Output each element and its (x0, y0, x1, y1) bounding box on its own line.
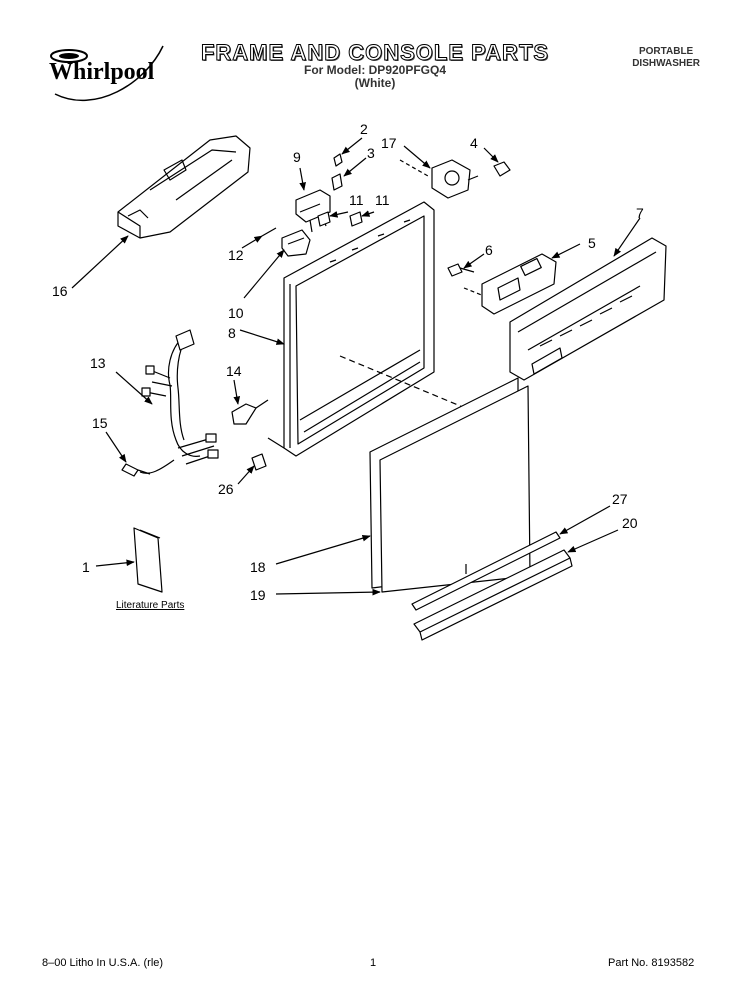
svg-text:Whirlpool: Whirlpool (49, 59, 155, 85)
callout-13: 13 (90, 355, 106, 371)
callout-17: 17 (381, 135, 397, 151)
part-2-clip (333, 153, 343, 167)
callout-9: 9 (293, 149, 301, 165)
callout-10: 10 (228, 305, 244, 321)
callout-5: 5 (588, 235, 596, 251)
model-line: For Model: DP920PFGQ4 (303, 63, 447, 77)
callout-15: 15 (92, 415, 108, 431)
callout-20: 20 (622, 515, 638, 531)
product-type: PORTABLE DISHWASHER (632, 46, 700, 70)
part-10-strike (281, 229, 311, 257)
part-17-dispenser (431, 159, 479, 199)
literature-parts-label: Literature Parts (116, 600, 185, 611)
part-4-knob (493, 161, 511, 177)
part-7-console-panel (509, 237, 667, 381)
part-13-wire-harness (139, 329, 219, 474)
callout-27: 27 (612, 491, 628, 507)
part-12-rod (261, 227, 277, 237)
part-27-trim (411, 531, 561, 611)
callout-4: 4 (470, 135, 478, 151)
callout-16: 16 (52, 283, 68, 299)
part-9-latch (295, 189, 331, 233)
callout-8: 8 (228, 325, 236, 341)
part-26-clip (251, 453, 267, 471)
callout-6: 6 (485, 242, 493, 258)
part-16-console-housing (117, 135, 251, 239)
product-type-line2: DISHWASHER (632, 58, 700, 69)
part-11-clip-right (349, 211, 363, 227)
whirlpool-logo: Whirlpool (35, 44, 173, 106)
page-title: FRAME AND CONSOLE PARTS (200, 40, 550, 66)
product-type-line1: PORTABLE (638, 46, 694, 57)
part-number: Part No. 8193582 (608, 957, 695, 969)
part-8-door-frame (267, 201, 435, 457)
callout-2: 2 (360, 121, 368, 137)
part-20-bottom-trim (413, 549, 573, 641)
callout-11-left: 11 (349, 192, 364, 208)
callout-19: 19 (250, 587, 266, 603)
part-3-clip (331, 173, 343, 191)
part-5-control-pad (481, 253, 557, 315)
page-number: 1 (370, 957, 377, 969)
part-1-literature (133, 527, 163, 593)
part-14-switch (231, 399, 269, 425)
print-info: 8–00 Litho In U.S.A. (rle) (42, 957, 164, 969)
part-11-clip-left (317, 211, 331, 227)
callout-14: 14 (226, 363, 242, 379)
callout-18: 18 (250, 559, 266, 575)
callout-26: 26 (218, 481, 234, 497)
part-15-screw (121, 463, 151, 477)
part-6-screw (447, 263, 475, 277)
callout-12: 12 (228, 247, 244, 263)
callout-1: 1 (82, 559, 90, 575)
callout-7: 7 (636, 205, 644, 221)
model-subtitle: For Model: DP920PFGQ4 (White) (300, 64, 450, 90)
callout-3: 3 (367, 145, 375, 161)
callout-11-right: 11 (375, 192, 390, 208)
color-line: (White) (354, 76, 396, 90)
